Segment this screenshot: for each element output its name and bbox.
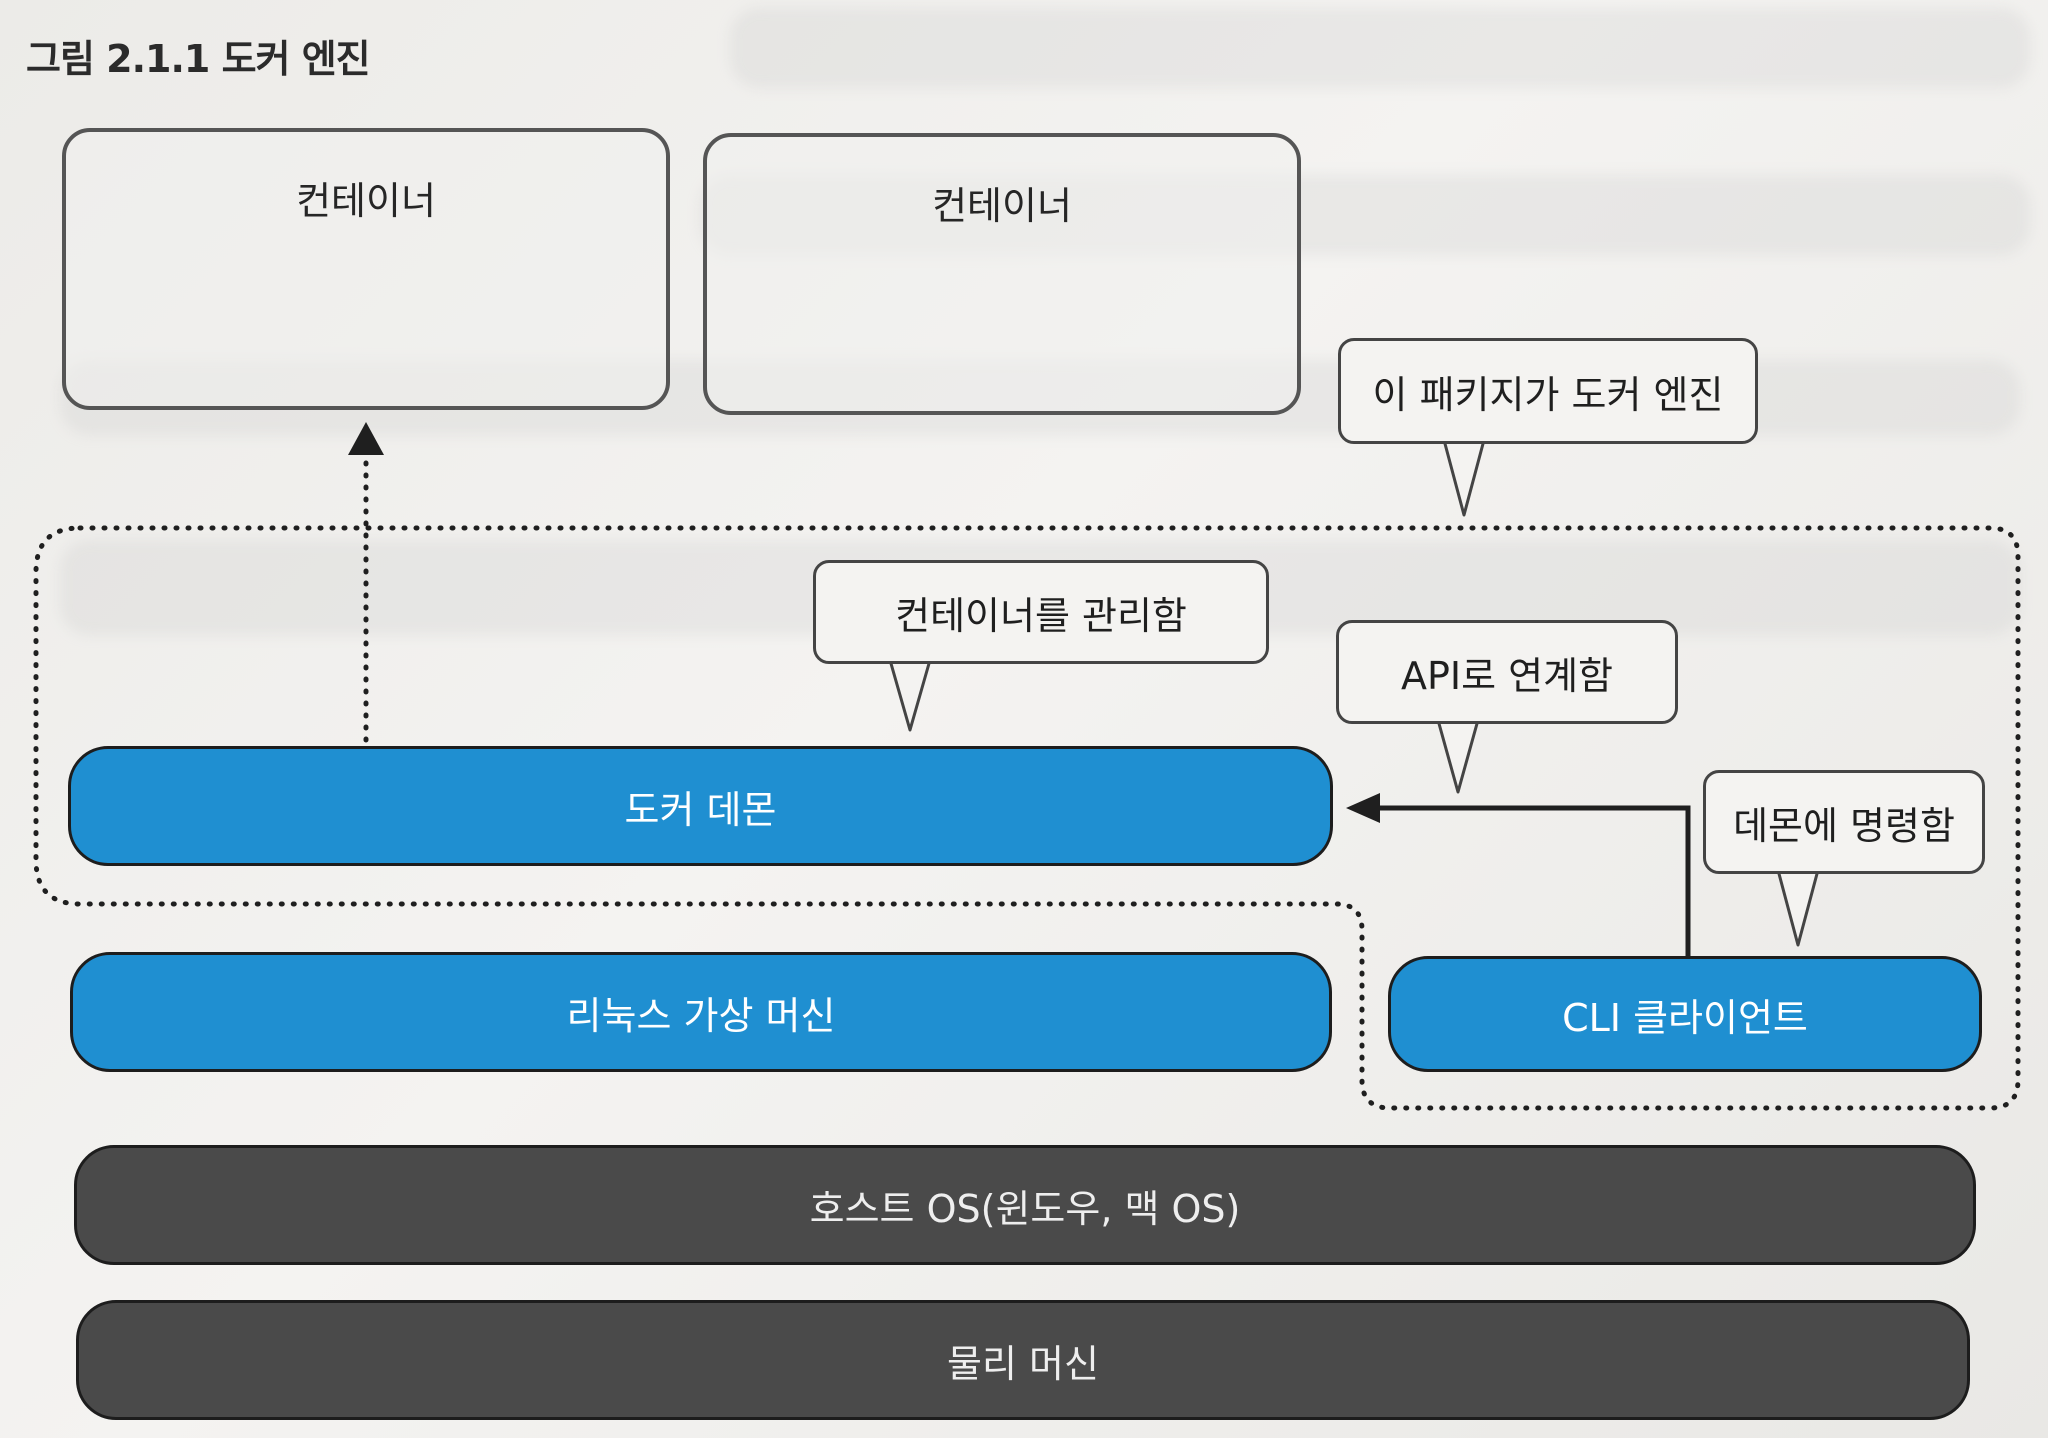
callout-tail-api	[1436, 718, 1480, 794]
callout-tail-command	[1776, 868, 1820, 947]
physical-machine-layer: 물리 머신	[76, 1300, 1970, 1420]
show-through-bar	[730, 8, 2030, 88]
figure-title: 그림 2.1.1 도커 엔진	[26, 37, 371, 81]
container-label: 컨테이너	[296, 179, 436, 223]
callout-command: 데몬에 명령함	[1703, 770, 1985, 874]
container-label: 컨테이너	[932, 184, 1072, 228]
cli-to-daemon-connector	[1378, 805, 1691, 956]
callout-api: API로 연계함	[1336, 620, 1678, 724]
callout-tail-manage	[888, 658, 932, 732]
callout-tail-package	[1442, 438, 1486, 517]
host-os-layer: 호스트 OS(윈도우, 맥 OS)	[74, 1145, 1976, 1265]
linux-vm-layer: 리눅스 가상 머신	[70, 952, 1332, 1072]
docker-daemon-layer: 도커 데몬	[68, 746, 1333, 866]
cli-client-layer: CLI 클라이언트	[1388, 956, 1982, 1072]
callout-manage: 컨테이너를 관리함	[813, 560, 1269, 664]
container-box-1: 컨테이너	[62, 128, 670, 410]
callout-package: 이 패키지가 도커 엔진	[1338, 338, 1758, 444]
daemon-arrowhead	[1346, 793, 1380, 823]
container-box-2: 컨테이너	[703, 133, 1301, 415]
